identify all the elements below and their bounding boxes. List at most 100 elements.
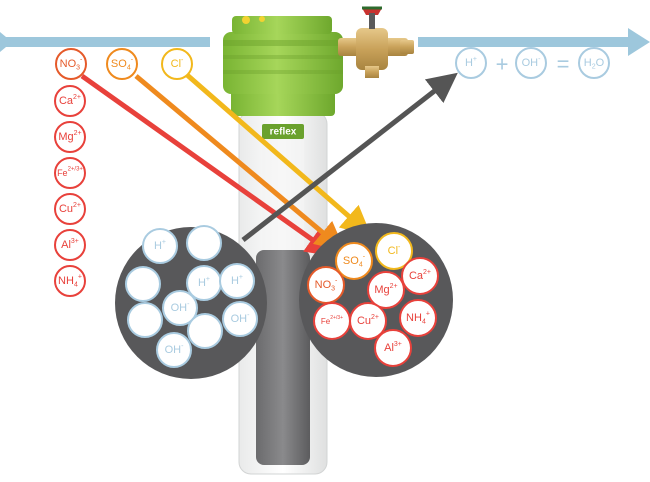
cation-bubble-0: Ca2+ xyxy=(54,85,86,117)
left-ion-7: OH- xyxy=(222,301,258,337)
right-ion-8-label: Al3+ xyxy=(384,340,402,354)
cation-bubble-2-label: Fe2+/3+ xyxy=(57,167,83,178)
cation-bubble-0-label: Ca2+ xyxy=(59,93,81,107)
left-ion-1 xyxy=(186,225,222,261)
eq-h-bubble-circle xyxy=(455,47,487,79)
right-ion-2: NO3- xyxy=(307,266,345,304)
right-ion-2-label: NO3- xyxy=(315,277,338,292)
equation: H+ + OH- = H2O xyxy=(455,47,610,79)
brand-logo: reflex xyxy=(270,127,297,138)
cation-bubble-3: Cu2+ xyxy=(54,193,86,225)
left-ion-4-circle xyxy=(162,290,198,326)
cation-bubble-4-label: Al3+ xyxy=(61,237,79,251)
arrow-cl xyxy=(184,72,372,236)
cation-bubble-4-circle xyxy=(54,229,86,261)
cation-bubble-5-label: NH4+ xyxy=(58,273,82,288)
left-ion-0-label: H+ xyxy=(154,238,166,252)
anion-bubble-1-label: SO4- xyxy=(111,56,134,71)
left-ion-4: OH- xyxy=(162,290,198,326)
cation-bubble-3-circle xyxy=(54,193,86,225)
cation-bubble-3-label: Cu2+ xyxy=(59,201,81,215)
cation-bubble-5: NH4+ xyxy=(54,265,86,297)
left-ion-0-circle xyxy=(142,228,178,264)
right-ion-6-circle xyxy=(349,302,387,340)
eq-oh-bubble: OH- xyxy=(515,47,547,79)
right-ion-8: Al3+ xyxy=(374,329,412,367)
left-ion-9-circle xyxy=(187,313,223,349)
arrow-water-out xyxy=(241,72,458,242)
right-ion-3-label: Mg2+ xyxy=(374,282,397,296)
anion-bubble-1-circle xyxy=(106,48,138,80)
cation-bubble-1: Mg2+ xyxy=(54,121,86,153)
ion-paths xyxy=(80,72,458,257)
anion-bubble-2-circle xyxy=(161,48,193,80)
anion-bubble-0-circle xyxy=(55,48,87,80)
right-ion-3: Mg2+ xyxy=(367,271,405,309)
right-ion-7-circle xyxy=(399,299,437,337)
resin-left-ions: H+ H+ OH- H+ OH- OH- xyxy=(125,225,258,368)
left-ion-3-circle xyxy=(125,266,161,302)
right-ion-4-circle xyxy=(401,257,439,295)
anion-bubble-2: Cl- xyxy=(161,48,193,80)
right-ion-1-label: Cl- xyxy=(388,243,401,257)
right-ion-1: Cl- xyxy=(375,232,413,270)
eq-h-bubble-label: H+ xyxy=(465,55,477,69)
left-ion-6 xyxy=(127,302,163,338)
resin-right-ions: SO4- Cl- NO3- Mg2+ Ca2+ Fe2+/3+ Cu2+ NH4+ Al3+ xyxy=(307,232,439,367)
anion-bubble-1: SO4- xyxy=(106,48,138,80)
left-ion-7-circle xyxy=(222,301,258,337)
left-ion-8-circle xyxy=(156,332,192,368)
eq-equals: = xyxy=(557,52,570,77)
left-ion-1-circle xyxy=(186,225,222,261)
incoming-ions: NO3- SO4- Cl- Ca2+ Mg2+ Fe2+/3+ Cu2+ Al3+ NH4+ xyxy=(54,48,193,297)
eq-oh-bubble-circle xyxy=(515,47,547,79)
right-ion-0-label: SO4- xyxy=(343,253,366,268)
eq-plus: + xyxy=(496,52,509,77)
right-ion-0: SO4- xyxy=(335,242,373,280)
left-ion-9 xyxy=(187,313,223,349)
right-ion-1-circle xyxy=(375,232,413,270)
right-ion-5-label: Fe2+/3+ xyxy=(321,315,343,326)
right-ion-4: Ca2+ xyxy=(401,257,439,295)
left-ion-4-label: OH- xyxy=(171,300,191,314)
left-ion-2-label: H+ xyxy=(198,275,210,289)
anion-bubble-2-label: Cl- xyxy=(171,56,184,70)
anion-bubble-0: NO3- xyxy=(55,48,87,80)
flow-line-in xyxy=(0,32,210,52)
arrow-so4 xyxy=(134,74,346,252)
valve xyxy=(338,6,414,78)
left-ion-6-circle xyxy=(127,302,163,338)
left-ion-5-label: H+ xyxy=(231,273,243,287)
anion-bubble-0-label: NO3- xyxy=(60,56,83,71)
left-ion-5: H+ xyxy=(219,263,255,299)
arrow-no3 xyxy=(80,73,337,257)
right-ion-7: NH4+ xyxy=(399,299,437,337)
right-ion-3-circle xyxy=(367,271,405,309)
right-ion-0-circle xyxy=(335,242,373,280)
brand-logo-plate xyxy=(262,124,304,139)
cation-bubble-2-circle xyxy=(54,157,86,189)
right-ion-6: Cu2+ xyxy=(349,302,387,340)
left-ion-7-label: OH- xyxy=(231,311,251,325)
eq-h2o-bubble: H2O xyxy=(578,47,610,79)
right-ion-4-label: Ca2+ xyxy=(409,268,431,282)
eq-h2o-bubble-label: H2O xyxy=(584,57,605,70)
right-ion-6-label: Cu2+ xyxy=(357,313,379,327)
eq-h2o-bubble-circle xyxy=(578,47,610,79)
cation-bubble-1-circle xyxy=(54,121,86,153)
right-ion-5-circle xyxy=(313,302,351,340)
eq-oh-bubble-label: OH- xyxy=(522,55,542,69)
eq-h-bubble: H+ xyxy=(455,47,487,79)
left-ion-5-circle xyxy=(219,263,255,299)
right-ion-5: Fe2+/3+ xyxy=(313,302,351,340)
cation-bubble-2: Fe2+/3+ xyxy=(54,157,86,189)
right-ion-7-label: NH4+ xyxy=(406,310,430,325)
cation-bubble-1-label: Mg2+ xyxy=(58,129,81,143)
left-ion-8: OH- xyxy=(156,332,192,368)
left-ion-0: H+ xyxy=(142,228,178,264)
cation-bubble-4: Al3+ xyxy=(54,229,86,261)
left-ion-8-label: OH- xyxy=(165,342,185,356)
cation-bubble-0-circle xyxy=(54,85,86,117)
